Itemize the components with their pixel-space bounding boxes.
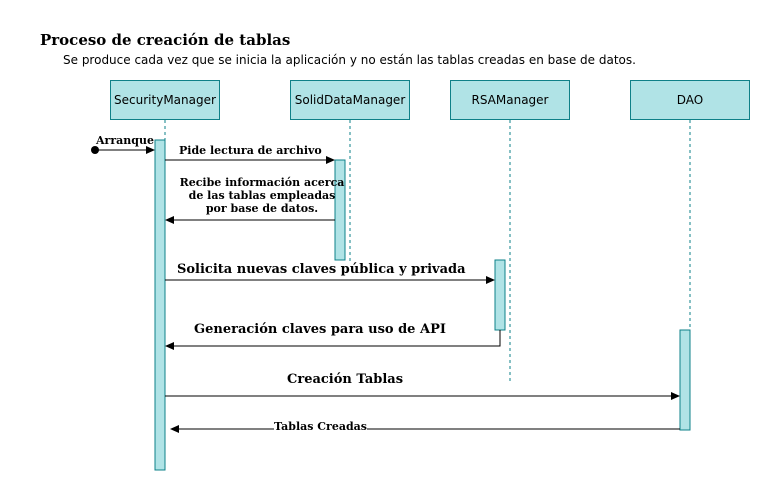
msg-label-recibe-line-3: por base de datos.	[205, 202, 319, 216]
msg-label-solicita-claves: Solicita nuevas claves pública y privada	[177, 262, 466, 277]
msg-label-recibe-informacion: Recibe información acerca de las tablas …	[164, 176, 360, 216]
activation-solid	[334, 159, 346, 261]
msg-generacion-arrow	[165, 342, 174, 350]
diagram-subtitle: Se produce cada vez que se inicia la apl…	[63, 53, 636, 67]
msg-recibe-arrow	[165, 216, 174, 224]
msg-label-pide-lectura: Pide lectura de archivo	[179, 144, 322, 157]
participant-dao: DAO	[630, 80, 750, 120]
participant-solid-data-manager: SolidDataManager	[290, 80, 410, 120]
msg-label-tablas-creadas: Tablas Creadas	[274, 420, 367, 434]
activation-rsa	[494, 259, 506, 331]
msg-label-generacion-claves: Generación claves para uso de API	[194, 322, 446, 337]
msg-arranque-arrow	[146, 146, 155, 154]
activation-dao	[679, 329, 691, 431]
msg-solicita-arrow	[486, 276, 495, 284]
participant-rsa-manager: RSAManager	[450, 80, 570, 120]
msg-generacion-line	[172, 330, 501, 347]
msg-label-recibe-line-2: de las tablas empleadas	[188, 189, 336, 203]
msg-label-recibe-line-1: Recibe información acerca	[179, 176, 345, 189]
activation-security	[154, 139, 166, 471]
participant-security-manager: SecurityManager	[110, 80, 220, 120]
msg-creacion-arrow	[671, 392, 680, 400]
msg-tablas-arrow	[170, 425, 179, 433]
diagram-title: Proceso de creación de tablas	[40, 31, 291, 49]
msg-label-creacion-tablas: Creación Tablas	[287, 372, 404, 387]
msg-pide-arrow	[326, 156, 335, 164]
msg-label-arranque: Arranque	[96, 134, 154, 147]
